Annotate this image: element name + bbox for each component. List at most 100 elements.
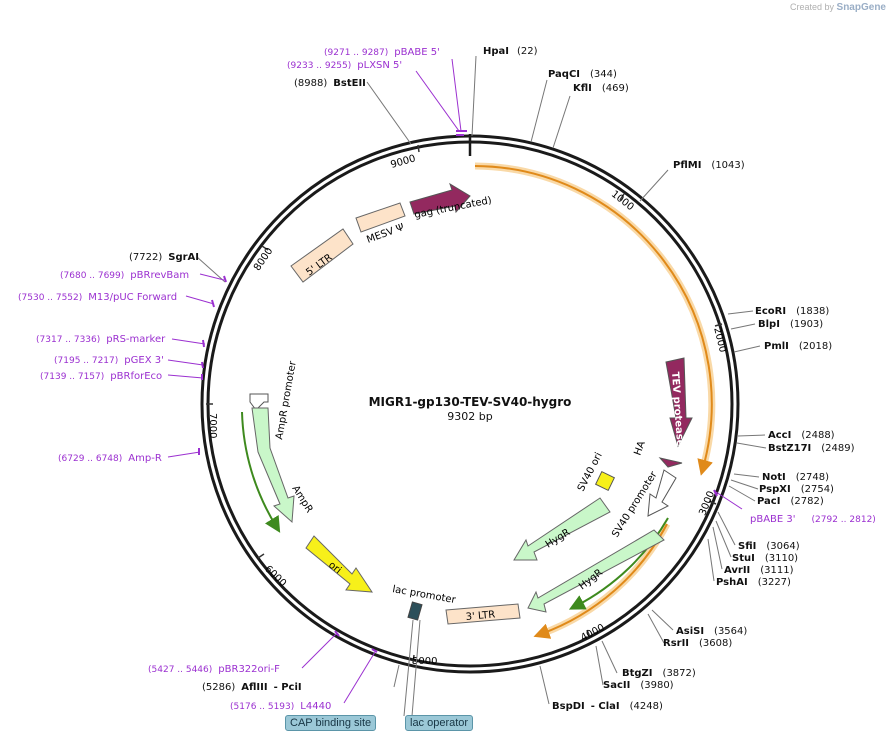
site-bstz17i[interactable]: BstZ17I(2489) (768, 443, 855, 454)
primer-prs-marker[interactable]: (7317 .. 7336)pRS-marker (36, 334, 166, 345)
primer-m13-puc-forward[interactable]: (7530 .. 7552) M13/pUC Forward (18, 292, 177, 303)
site-stui[interactable]: StuI(3110) (732, 553, 798, 564)
cap-binding-leader (403, 619, 414, 717)
primer-pgex3-range: (7195 .. 7217) (54, 356, 118, 366)
site-ecori[interactable]: EcoRI(1838) (755, 306, 829, 317)
primer-pgex3[interactable]: (7195 .. 7217)pGEX 3' (54, 355, 164, 366)
primer-m13-name: M13/pUC Forward (88, 292, 177, 303)
site-paqci-pos: (344) (590, 69, 617, 80)
site-stui-pos: (3110) (765, 553, 798, 564)
site-pflmi-pos: (1043) (711, 160, 744, 171)
tick-label-9000: 9000 (389, 153, 416, 171)
site-paci-name: PacI (757, 496, 780, 507)
primer-pbr322ori-f[interactable]: (5427 .. 5446) pBR322ori-F (148, 664, 280, 675)
primer-pbabe5[interactable]: (9271 .. 9287)pBABE 5' (324, 47, 440, 58)
site-asisi-pos: (3564) (714, 626, 747, 637)
lac-operator-leader (411, 619, 421, 717)
site-pshai-name: PshAI (716, 577, 748, 588)
site-sfii[interactable]: SfiI(3064) (738, 541, 800, 552)
orf-green-ampr (241, 411, 281, 533)
primer-amp-r[interactable]: (6729 .. 6748)Amp-R (58, 453, 162, 464)
lac-promoter-label: lac promoter (391, 584, 457, 606)
orf-green-hygr (568, 517, 669, 610)
primer-pbrrevbam[interactable]: (7680 .. 7699)pBRrevBam (60, 270, 189, 281)
tev-protease-feature[interactable] (665, 357, 693, 448)
ori-feature[interactable] (305, 535, 373, 593)
ampr-promoter-feature[interactable] (249, 393, 269, 411)
site-bspdi-pos: (4248) (630, 701, 663, 712)
cap-binding-site-badge[interactable]: CAP binding site (285, 715, 377, 731)
site-pspxi-name: PspXI (759, 484, 791, 495)
tev-protease-label: TEV protease (669, 371, 685, 447)
site-pflmi[interactable]: PflMI(1043) (673, 160, 745, 171)
sv40-promoter-feature[interactable] (647, 469, 677, 517)
site-ecori-name: EcoRI (755, 306, 786, 317)
site-blpi[interactable]: BlpI (1903) (758, 319, 823, 330)
site-noti[interactable]: NotI(2748) (762, 472, 829, 483)
primer-leaders (167, 58, 743, 704)
site-afliii-pos: (5286) (202, 682, 235, 693)
gag-feature[interactable] (409, 182, 471, 215)
tick-label-7000: 7000 (207, 413, 218, 438)
site-sfii-name: SfiI (738, 541, 756, 552)
site-sgrai[interactable]: (7722)SgrAI (129, 252, 199, 263)
primer-l4440-name: L4440 (300, 701, 331, 712)
5-ltr-feature[interactable] (290, 228, 354, 283)
primer-pbabe5-name: pBABE 5' (394, 47, 440, 58)
site-pspxi[interactable]: PspXI(2754) (759, 484, 834, 495)
primer-plxsn5[interactable]: (9233 .. 9255)pLXSN 5' (287, 60, 402, 71)
site-blpi-name: BlpI (758, 319, 780, 330)
primer-pbabe3[interactable]: pBABE 3'(2792 .. 2812) (750, 514, 876, 525)
site-acci-name: AccI (768, 430, 791, 441)
plasmid-length: 9302 bp (447, 410, 492, 423)
site-sgrai-pos: (7722) (129, 252, 162, 263)
site-pmli-pos: (2018) (799, 341, 832, 352)
site-rsrii-name: RsrII (663, 638, 689, 649)
primer-pbr322ori-f-range: (5427 .. 5446) (148, 665, 212, 675)
site-bspdi-clai[interactable]: BspDI- ClaI(4248) (552, 701, 663, 712)
primer-pbr322ori-f-name: pBR322ori-F (218, 664, 280, 675)
ha-feature[interactable] (658, 457, 683, 468)
lac-promoter-feature[interactable] (407, 601, 423, 621)
site-paqci[interactable]: PaqCI(344) (548, 69, 617, 80)
site-hpai-pos: (22) (517, 46, 538, 57)
primer-marks (198, 130, 718, 653)
primer-pbrrevbam-name: pBRrevBam (130, 270, 189, 281)
site-bsteii[interactable]: (8988)BstEII (294, 78, 366, 89)
sv40-ori-feature[interactable] (594, 470, 616, 492)
site-asisi[interactable]: AsiSI (3564) (676, 626, 747, 637)
site-paci[interactable]: PacI (2782) (757, 496, 824, 507)
primer-amp-r-range: (6729 .. 6748) (58, 454, 122, 464)
site-pshai[interactable]: PshAI(3227) (716, 577, 791, 588)
site-btgzi-name: BtgZI (622, 668, 653, 679)
site-paci-pos: (2782) (790, 496, 823, 507)
site-pmli[interactable]: PmlI(2018) (764, 341, 832, 352)
3-ltr-feature[interactable] (445, 603, 521, 625)
site-afliii-pcii[interactable]: (5286)AflIII- PciI (202, 682, 302, 693)
primer-l4440[interactable]: (5176 .. 5193) L4440 (230, 701, 331, 712)
primer-l4440-range: (5176 .. 5193) (230, 702, 294, 712)
site-avrii-pos: (3111) (760, 565, 793, 576)
hygr-feature-1[interactable] (513, 497, 611, 561)
site-avrii[interactable]: AvrII (3111) (724, 565, 794, 576)
primer-pbrforeco[interactable]: (7139 .. 7157)pBRforEco (40, 371, 162, 382)
lac-operator-badge[interactable]: lac operator (405, 715, 474, 731)
tick-label-8000: 8000 (252, 246, 275, 273)
site-rsrii[interactable]: RsrII(3608) (663, 638, 732, 649)
site-btgzi[interactable]: BtgZI(3872) (622, 668, 696, 679)
site-blpi-pos: (1903) (790, 319, 823, 330)
site-asisi-name: AsiSI (676, 626, 704, 637)
primer-m13-range: (7530 .. 7552) (18, 293, 82, 303)
site-kfli[interactable]: KflI(469) (573, 83, 629, 94)
mesv-psi-feature[interactable] (355, 202, 406, 233)
site-acci[interactable]: AccI(2488) (768, 430, 835, 441)
site-bspdi-name: BspDI (552, 701, 585, 712)
primer-pbrforeco-name: pBRforEco (110, 371, 162, 382)
site-sacii[interactable]: SacII(3980) (603, 680, 674, 691)
hygr-feature-2[interactable] (527, 529, 665, 613)
site-hpai[interactable]: HpaI(22) (483, 46, 538, 57)
ampr-feature[interactable] (251, 407, 295, 524)
site-avrii-name: AvrII (724, 565, 750, 576)
primer-plxsn5-range: (9233 .. 9255) (287, 61, 351, 71)
tick-marks (206, 144, 723, 664)
